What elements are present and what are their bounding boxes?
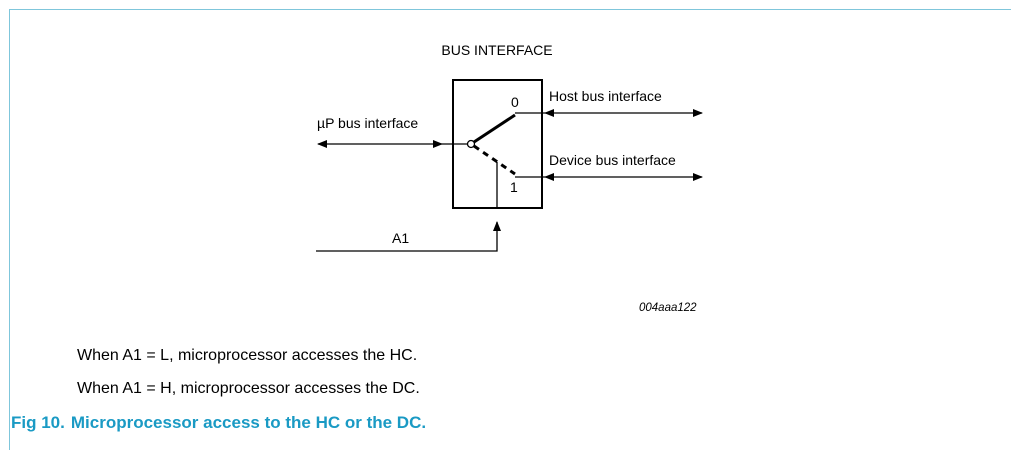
switch-position-1: 1: [510, 179, 518, 195]
switch-position-0: 0: [511, 94, 519, 110]
note-a1-low: When A1 = L, microprocessor accesses the…: [77, 347, 418, 364]
a1-label: A1: [392, 230, 409, 246]
figure-caption: Fig 10. Microprocessor access to the HC o…: [11, 413, 432, 433]
up-bus-label: µP bus interface: [317, 115, 418, 131]
device-bus-label: Device bus interface: [549, 152, 676, 168]
diagram-title: BUS INTERFACE: [441, 42, 552, 58]
note-a1-high: When A1 = H, microprocessor accesses the…: [77, 380, 420, 397]
figure-frame: [9, 9, 1011, 450]
figure-code: 004aaa122: [639, 302, 697, 314]
a1-control-line: [316, 221, 501, 252]
host-bus-label: Host bus interface: [549, 88, 662, 104]
switch-arm-1: [473, 144, 516, 176]
figure-caption-text: Microprocessor access to the HC or the D…: [70, 413, 427, 432]
figure-number: Fig 10.: [11, 413, 65, 432]
switch-pivot: [466, 139, 476, 149]
switch-arm-0: [473, 113, 516, 144]
